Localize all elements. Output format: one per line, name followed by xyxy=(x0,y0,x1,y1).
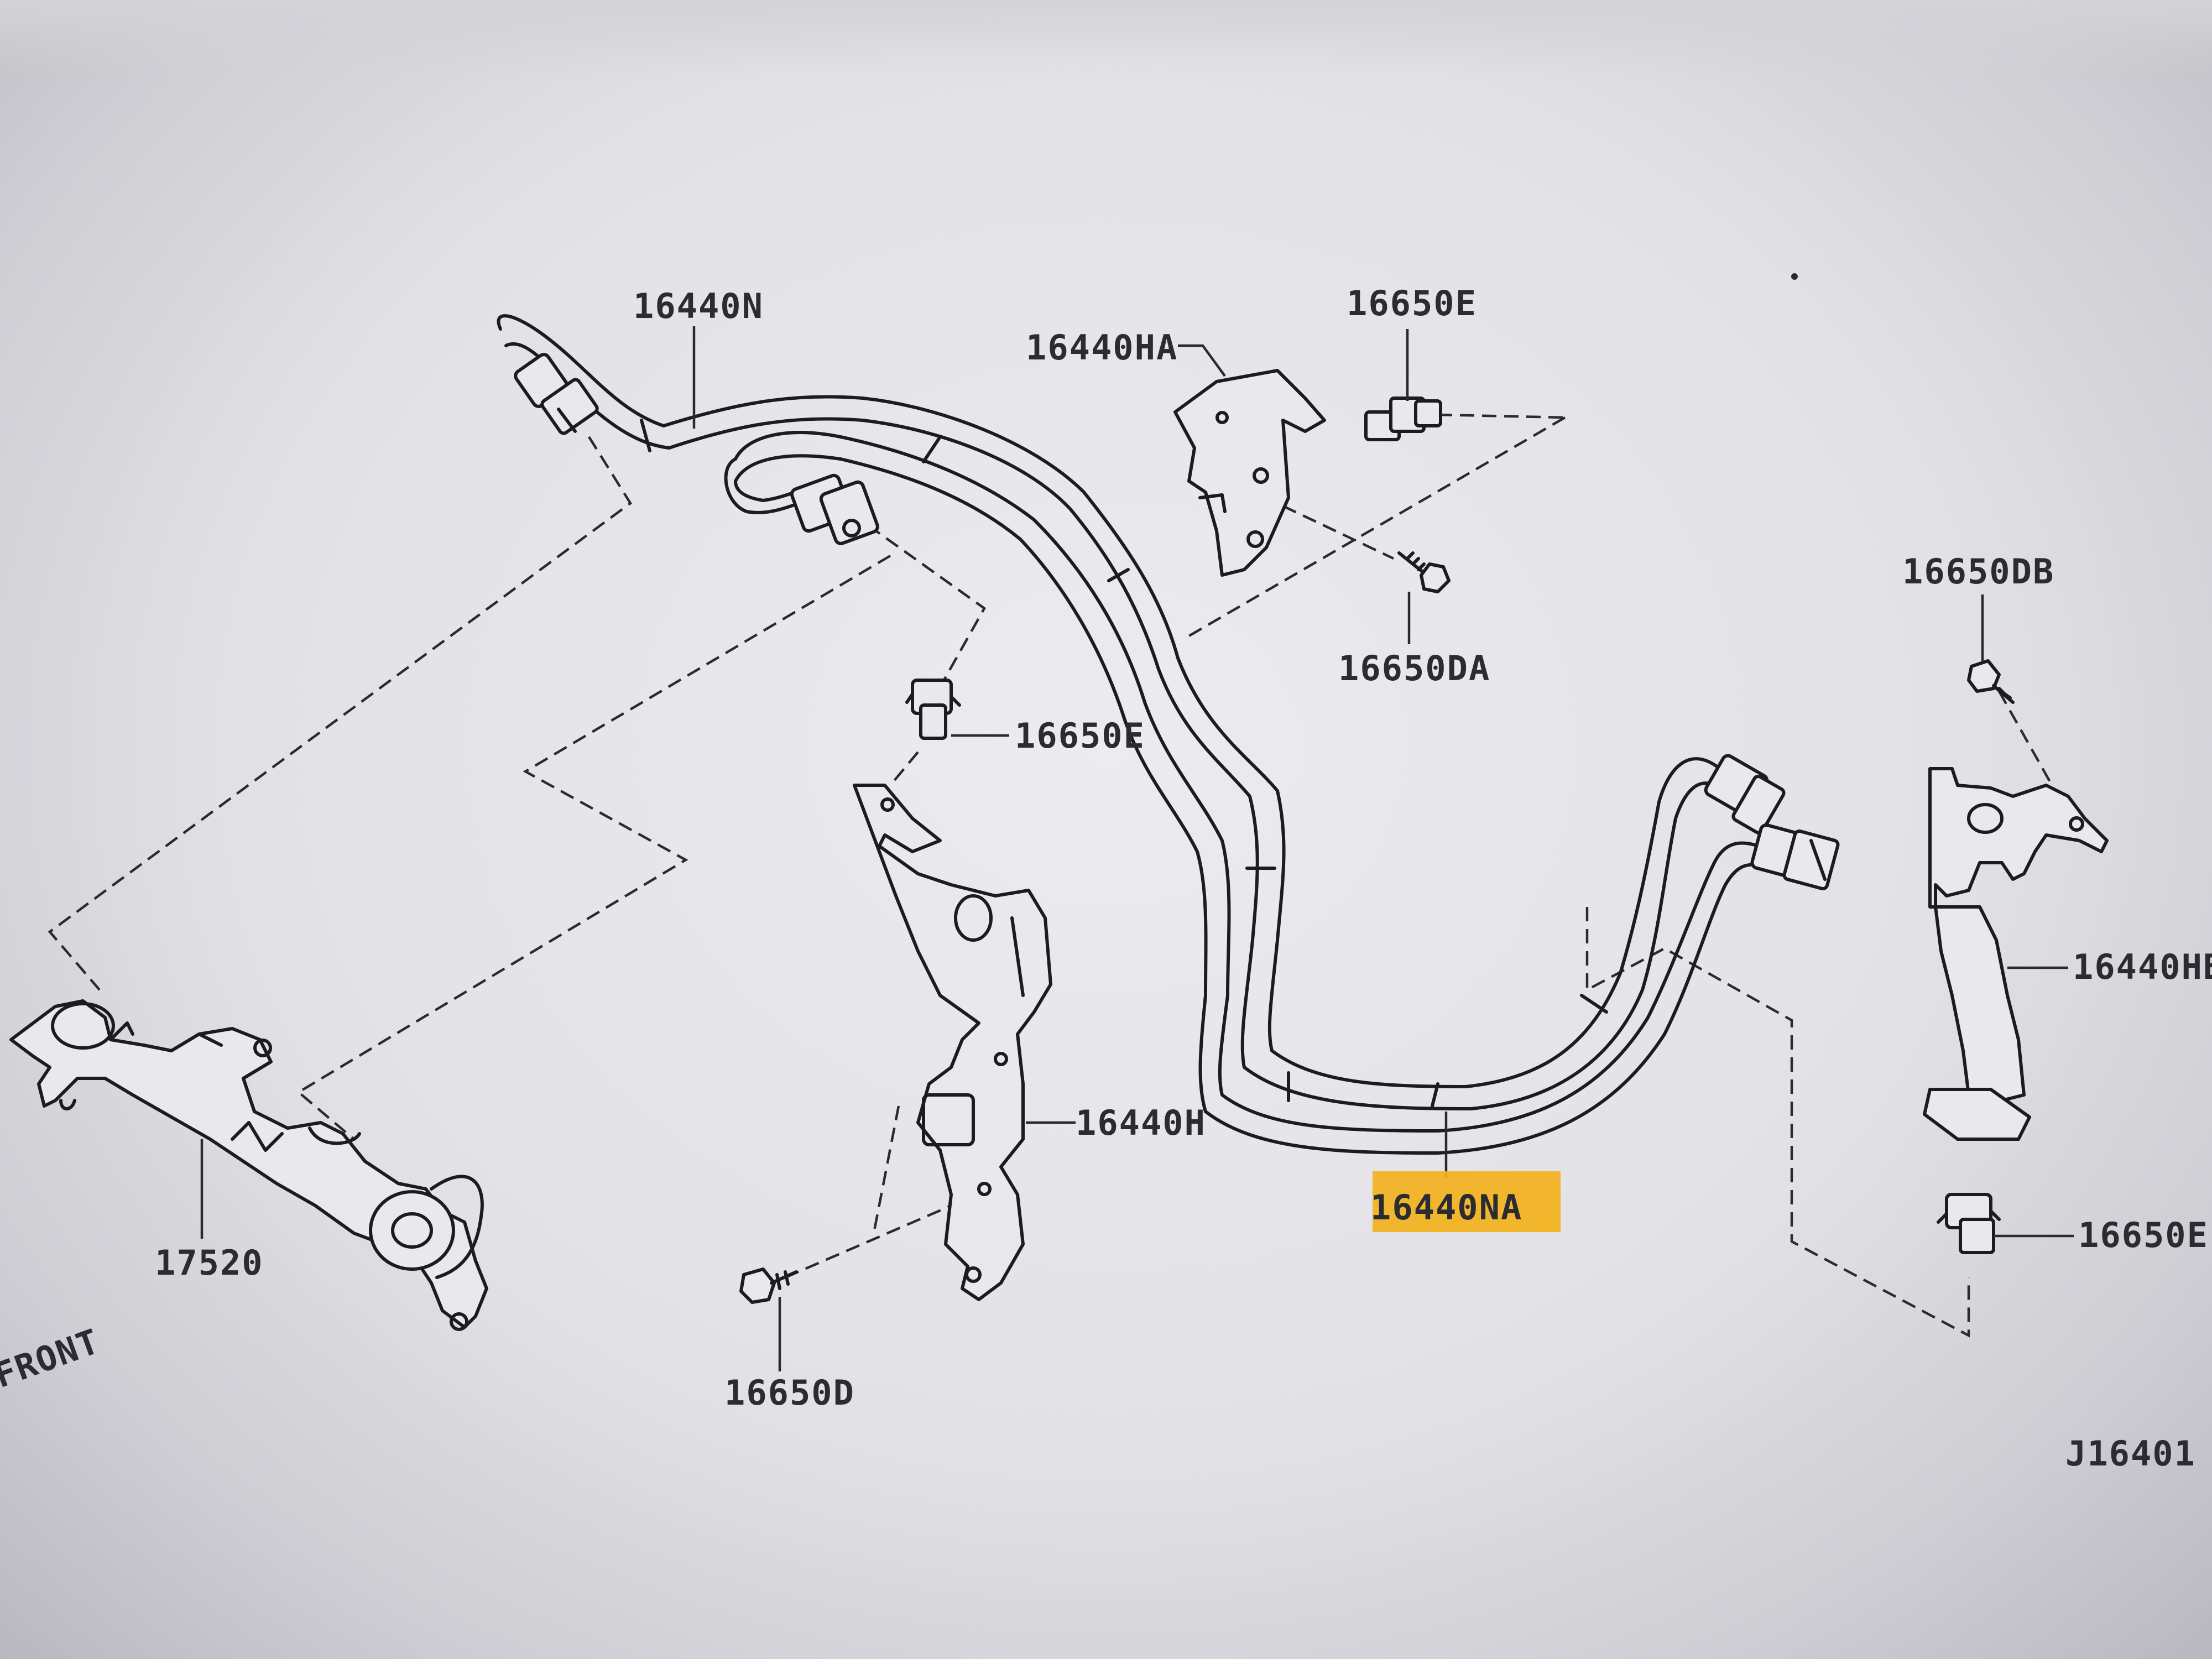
hose-connectors xyxy=(514,353,1840,891)
dash-line-rail-lower xyxy=(296,555,891,1140)
fuel-hose-assembly xyxy=(497,314,1763,1155)
part-labels: 16440N 16440HA 16650E 16650DA 16650E 164… xyxy=(0,283,2212,1474)
label-16440N[interactable]: 16440N xyxy=(633,286,764,326)
connector-upper-left xyxy=(514,353,599,435)
connector-right-lower xyxy=(1750,823,1840,891)
bolt-lower xyxy=(739,1267,798,1304)
dash-line-upper-bolt xyxy=(1282,504,1394,560)
leader-lines xyxy=(200,326,2074,1371)
dash-line-rail-upper xyxy=(48,436,633,991)
label-16650E-center[interactable]: 16650E xyxy=(1015,716,1145,756)
hose-band-6 xyxy=(1431,1082,1439,1108)
clip-upper-right xyxy=(1364,397,1442,441)
label-16440HB[interactable]: 16440HB xyxy=(2073,947,2212,987)
clip-right xyxy=(1937,1193,2001,1254)
hose-lower-inner xyxy=(1240,781,1724,1110)
bolt-upper xyxy=(1397,551,1451,593)
label-front-marker: FRONT xyxy=(0,1321,105,1396)
screen-speck xyxy=(1791,273,1798,280)
bracket-upper xyxy=(1173,369,1326,577)
dash-line-upper-bracket xyxy=(1188,416,1566,637)
label-16650DA[interactable]: 16650DA xyxy=(1338,648,1490,688)
leader-16440HA xyxy=(1178,344,1226,377)
bracket-right xyxy=(1923,767,2109,1141)
hose-upper-tube-2-outer xyxy=(734,431,1231,997)
dash-line-upper-clip xyxy=(1437,413,1566,419)
dash-line-center-bracket xyxy=(889,751,919,786)
hose-lower-tube-2-outer xyxy=(1218,841,1760,1133)
bolt-right xyxy=(1967,659,2015,704)
label-16650D[interactable]: 16650D xyxy=(724,1373,855,1413)
label-16440HA[interactable]: 16440HA xyxy=(1026,327,1178,368)
hose-upper-inner xyxy=(504,342,1259,942)
hose-band-2 xyxy=(922,435,942,463)
hose-upper-tube-2-inner xyxy=(734,454,1208,997)
highlight-box-16440NA xyxy=(1373,1171,1561,1232)
dash-line-right-assembly xyxy=(1585,907,1970,1338)
hose-band-3 xyxy=(1107,568,1130,582)
dash-line-lower-bracket-side xyxy=(872,1105,900,1234)
hose-lower-outer xyxy=(1267,757,1721,1088)
label-16650E-upper-right[interactable]: 16650E xyxy=(1347,283,1477,324)
clip-center xyxy=(905,679,961,740)
label-16440H[interactable]: 16440H xyxy=(1076,1103,1206,1143)
label-17520[interactable]: 17520 xyxy=(155,1243,264,1283)
connector-right-upper xyxy=(1704,754,1786,835)
label-drawing-code: J16401 xyxy=(2065,1433,2196,1474)
label-16650E-right[interactable]: 16650E xyxy=(2078,1215,2209,1255)
hose-band-1 xyxy=(640,419,651,452)
fuel-rail xyxy=(9,999,488,1331)
label-16650DB[interactable]: 16650DB xyxy=(1902,551,2054,592)
connector-center-left xyxy=(790,473,879,545)
dash-line-center-clip xyxy=(867,524,986,698)
hose-band-7 xyxy=(1580,994,1608,1014)
screen-glare xyxy=(0,0,2212,77)
hose-lower-tube-2-inner xyxy=(1198,863,1763,1155)
bracket-center xyxy=(853,784,1052,1301)
dash-line-right-bolt xyxy=(1998,690,2075,825)
hose-upper-outer xyxy=(497,314,1286,942)
label-16440NA[interactable]: 16440NA xyxy=(1370,1187,1522,1228)
